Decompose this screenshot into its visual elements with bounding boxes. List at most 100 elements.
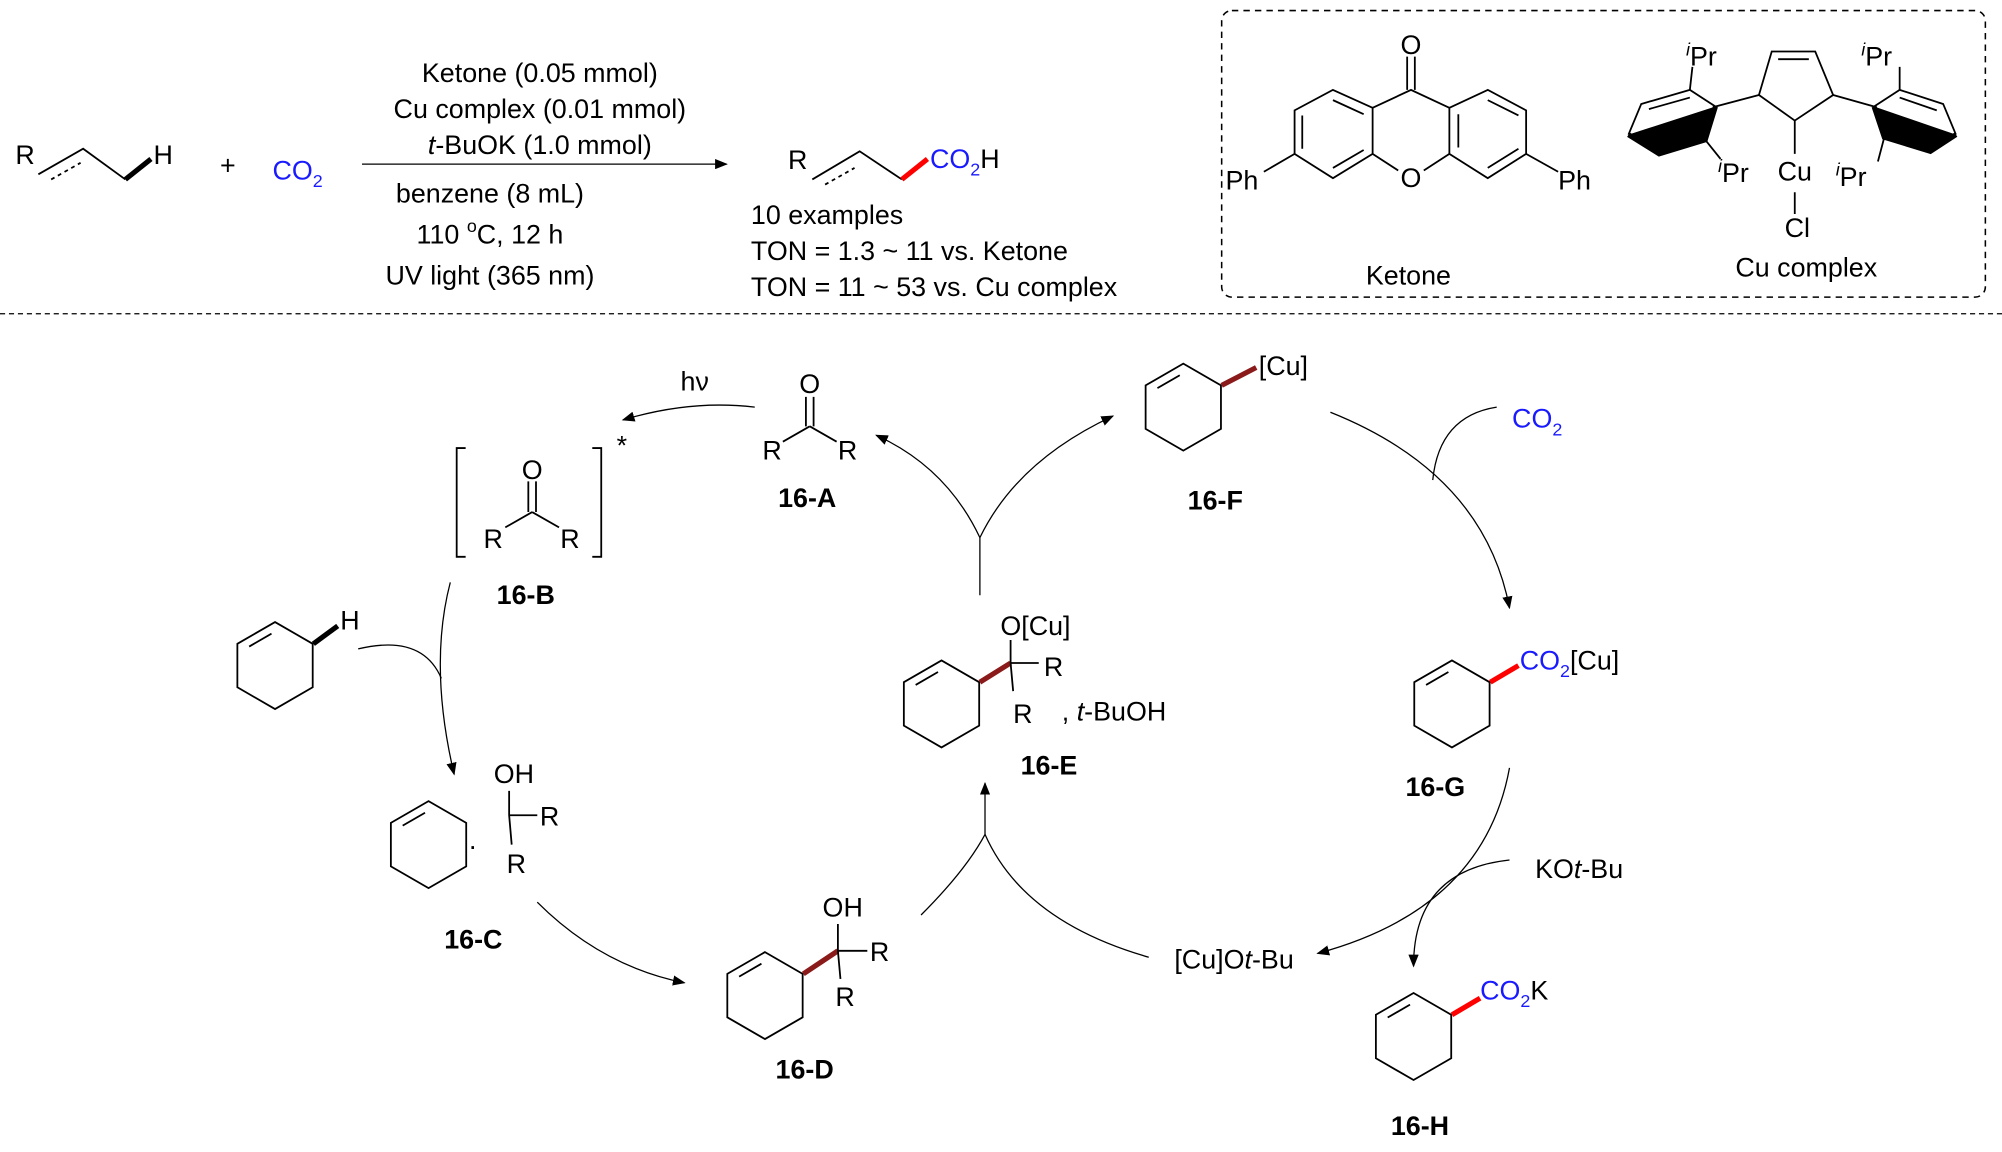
cyclohexene-ring (389, 800, 468, 890)
tbuoh-byproduct: , t-BuOH (1062, 697, 1167, 727)
ton-ketone: TON = 1.3 ~ 11 vs. Ketone (751, 236, 1068, 266)
condition-cu: Cu complex (0.01 mmol) (394, 94, 687, 124)
intermediate-16e: O[Cu] R R , t-BuOH 16-E (978, 611, 1167, 780)
r-group: R (507, 849, 526, 879)
oxygen-atom: O (1401, 30, 1422, 60)
double-bond (1425, 671, 1449, 686)
phenyl-group: Ph (1226, 166, 1259, 196)
co2-cycle: CO2 (1512, 404, 1562, 440)
excited-state-asterisk: * (617, 430, 628, 460)
r-group: R (788, 145, 807, 175)
isopropyl-group: iPr (1861, 39, 1892, 71)
arrow-cuotbu-in (984, 834, 1149, 958)
arrow-radical-coupling (536, 901, 686, 986)
ketone-structure: O O Ph Ph Ketone (1226, 30, 1591, 290)
r-group: R (1013, 699, 1032, 729)
isopropyl-group: iPr (1718, 156, 1749, 188)
phenyl-group: Ph (1558, 166, 1591, 196)
arrow-to-16f (979, 415, 1115, 538)
label-16c: 16-C (444, 924, 502, 954)
double-bond (402, 811, 426, 827)
condition-solvent: benzene (8 mL) (396, 178, 584, 208)
ton-cu: TON = 11 ~ 53 vs. Cu complex (751, 272, 1118, 302)
chlorine-atom: Cl (1785, 213, 1810, 243)
arrow-photoexcitation (621, 404, 755, 422)
r-group: R (1044, 652, 1063, 682)
label-16e: 16-E (1021, 750, 1078, 780)
ketone-label: Ketone (1366, 260, 1451, 290)
cyclohexene-ring (1144, 362, 1222, 452)
cu-complex-structure: iPr iPr iPr iPr Cu Cl Cu complex (1627, 39, 1958, 283)
arrow-to-16h (1408, 859, 1510, 968)
intermediate-16d: OH R R 16-D (776, 892, 890, 1084)
intermediate-16a: O R R 16-A (762, 369, 857, 513)
co2-reagent: CO2 (272, 155, 322, 191)
arrow-to-16g (1330, 411, 1513, 610)
arrow-to-cuotbu (1316, 767, 1511, 956)
intermediate-16g: CO2[Cu] 16-G (1405, 645, 1619, 802)
co2h-group: CO2H (930, 144, 1000, 180)
arrow-to-16e (920, 781, 991, 916)
condition-temperature: 110 oC, 12 h (417, 216, 564, 250)
double-bond (738, 962, 762, 978)
oxygen-atom: O (522, 455, 543, 485)
h-atom: H (154, 140, 173, 170)
cyclohexene-ring (236, 621, 314, 711)
cyclohexene-ring (726, 951, 804, 1041)
label-16a: 16-A (778, 483, 836, 513)
double-bond (1156, 374, 1181, 389)
potassium-carboxylate: CO2K (1480, 975, 1548, 1011)
r-group: R (835, 982, 854, 1012)
r-group: R (762, 436, 781, 466)
intermediate-16b: * O R R 16-B (455, 430, 628, 610)
reactant-alkene: R H (15, 140, 173, 182)
label-16h: 16-H (1391, 1111, 1449, 1141)
double-bond (915, 671, 939, 686)
label-16b: 16-B (497, 580, 555, 610)
cyclohexene-ring (902, 659, 981, 749)
double-bond (1387, 1003, 1411, 1019)
oxygen-atom: O (1401, 163, 1422, 193)
label-16g: 16-G (1405, 772, 1465, 802)
h-atom: H (340, 606, 359, 636)
plus-sign: + (220, 150, 236, 180)
hydroxyl-group: OH (494, 759, 534, 789)
copper-alkoxide: O[Cu] (1000, 611, 1070, 641)
examples-count: 10 examples (751, 200, 903, 230)
radical-dot: · (468, 831, 477, 861)
intermediate-16f: [Cu] 16-F (1188, 351, 1308, 515)
cu-complex-label: Cu complex (1735, 253, 1877, 283)
cyclohexene-ring (1374, 991, 1453, 1082)
r-group: R (540, 801, 559, 831)
copper-atom: Cu (1778, 157, 1812, 187)
intermediate-16c: · OH R R 16-C (444, 759, 559, 954)
cuotbu-species: [Cu]Ot-Bu (1174, 945, 1293, 975)
isopropyl-group: iPr (1836, 160, 1867, 192)
label-16f: 16-F (1188, 485, 1243, 515)
cyclohexene-ring (1413, 659, 1491, 749)
arrow-co2-in (1432, 406, 1497, 481)
cyclohexene-substrate: H (311, 606, 360, 646)
r-group: R (484, 524, 503, 554)
arrow-to-16a (875, 434, 981, 596)
condition-base: t-BuOK (1.0 mmol) (428, 130, 652, 160)
product-acid: R CO2H (788, 144, 1000, 186)
condition-ketone: Ketone (0.05 mmol) (422, 58, 658, 88)
hydroxyl-group: OH (823, 892, 863, 922)
arrow-hat (439, 582, 457, 776)
copper-carboxylate: CO2[Cu] (1520, 645, 1620, 681)
isopropyl-group: iPr (1686, 39, 1717, 71)
condition-light: UV light (365 nm) (385, 260, 594, 290)
r-group: R (870, 937, 889, 967)
arrow-substrate-in (358, 644, 442, 679)
catalyst-box (1220, 9, 1987, 298)
r-group: R (15, 140, 34, 170)
r-group: R (560, 524, 579, 554)
hv-label: hν (681, 367, 709, 397)
oxygen-atom: O (799, 369, 820, 399)
r-group: R (838, 436, 857, 466)
product-16h: CO2K 16-H (1391, 975, 1548, 1141)
kotbu-reagent: KOt-Bu (1535, 854, 1623, 884)
label-16d: 16-D (776, 1055, 834, 1085)
